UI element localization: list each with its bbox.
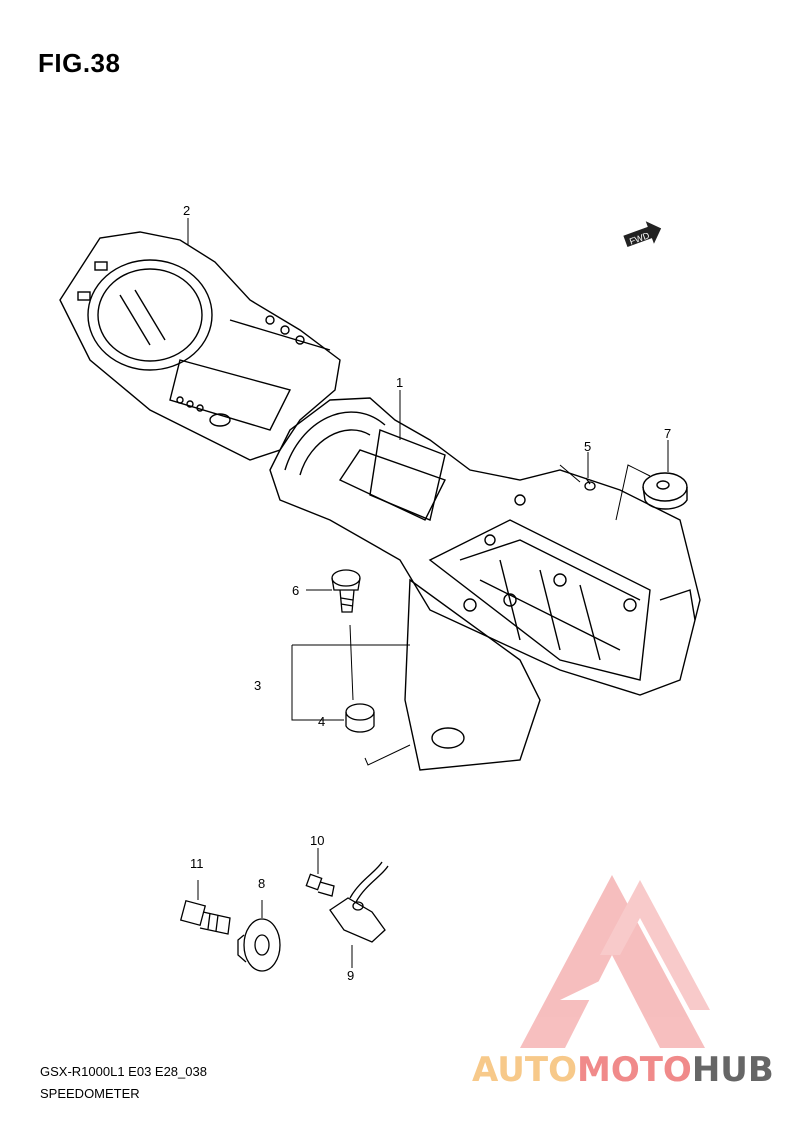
collar-part-8 xyxy=(237,918,281,972)
watermark-brand: AUTOMOTOHUB xyxy=(472,1050,774,1090)
callout-10: 10 xyxy=(310,833,324,848)
speed-sensor-part-9 xyxy=(329,861,389,943)
callout-6: 6 xyxy=(292,583,299,598)
bolt-part-6 xyxy=(331,569,361,613)
instrument-cluster-part-1 xyxy=(269,397,701,771)
callout-1: 1 xyxy=(396,375,403,390)
leader-lines xyxy=(187,218,669,968)
damper-part-4 xyxy=(345,703,375,733)
section-name: SPEEDOMETER xyxy=(40,1086,140,1101)
callout-9: 9 xyxy=(347,968,354,983)
fwd-arrow-icon: FWD xyxy=(623,221,662,248)
callout-8: 8 xyxy=(258,876,265,891)
watermark-part-moto: MOTO xyxy=(576,1050,692,1090)
callout-11: 11 xyxy=(190,856,204,871)
callout-3: 3 xyxy=(254,678,261,693)
model-code: GSX-R1000L1 E03 E28_038 xyxy=(40,1064,207,1079)
figure-title: FIG.38 xyxy=(38,48,121,78)
callout-5: 5 xyxy=(584,439,591,454)
callout-4: 4 xyxy=(318,714,325,729)
grommet-part-7 xyxy=(642,472,688,510)
watermark-part-auto: AUTO xyxy=(472,1050,577,1090)
meter-cover-part-2 xyxy=(59,231,341,461)
watermark-logo-icon xyxy=(520,875,710,1048)
callout-2: 2 xyxy=(183,203,190,218)
bolt-part-11 xyxy=(179,899,231,935)
fwd-label: FWD xyxy=(628,230,651,247)
bolt-part-10 xyxy=(305,873,335,897)
watermark-part-hub: HUB xyxy=(691,1050,774,1090)
screw-part-5 xyxy=(584,477,596,491)
callout-7: 7 xyxy=(664,426,671,441)
